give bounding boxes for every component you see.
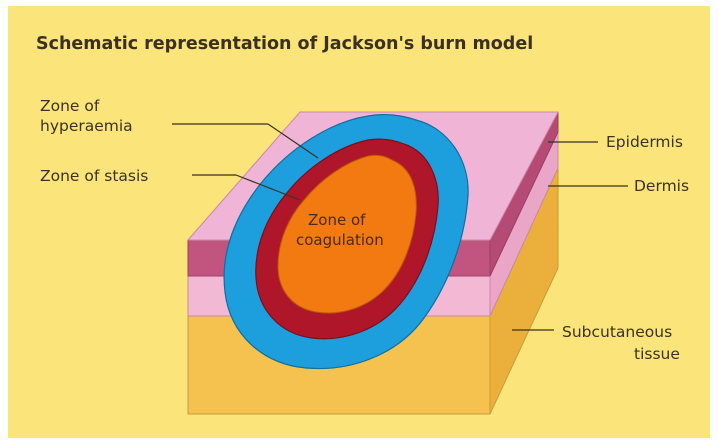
- epidermis-label: Epidermis: [606, 132, 683, 152]
- subcutaneous-label-line1: Subcutaneous: [562, 322, 672, 342]
- subcutaneous-label-line2: tissue: [634, 344, 680, 364]
- dermis-label: Dermis: [634, 176, 689, 196]
- hyperaemia-label-line1: Zone of: [40, 96, 99, 116]
- hyperaemia-label-line2: hyperaemia: [40, 116, 133, 136]
- coagulation-label-line2: coagulation: [296, 230, 384, 250]
- coagulation-label-line1: Zone of: [308, 210, 365, 230]
- figure-title: Schematic representation of Jackson's bu…: [36, 34, 533, 54]
- stasis-label: Zone of stasis: [40, 166, 148, 186]
